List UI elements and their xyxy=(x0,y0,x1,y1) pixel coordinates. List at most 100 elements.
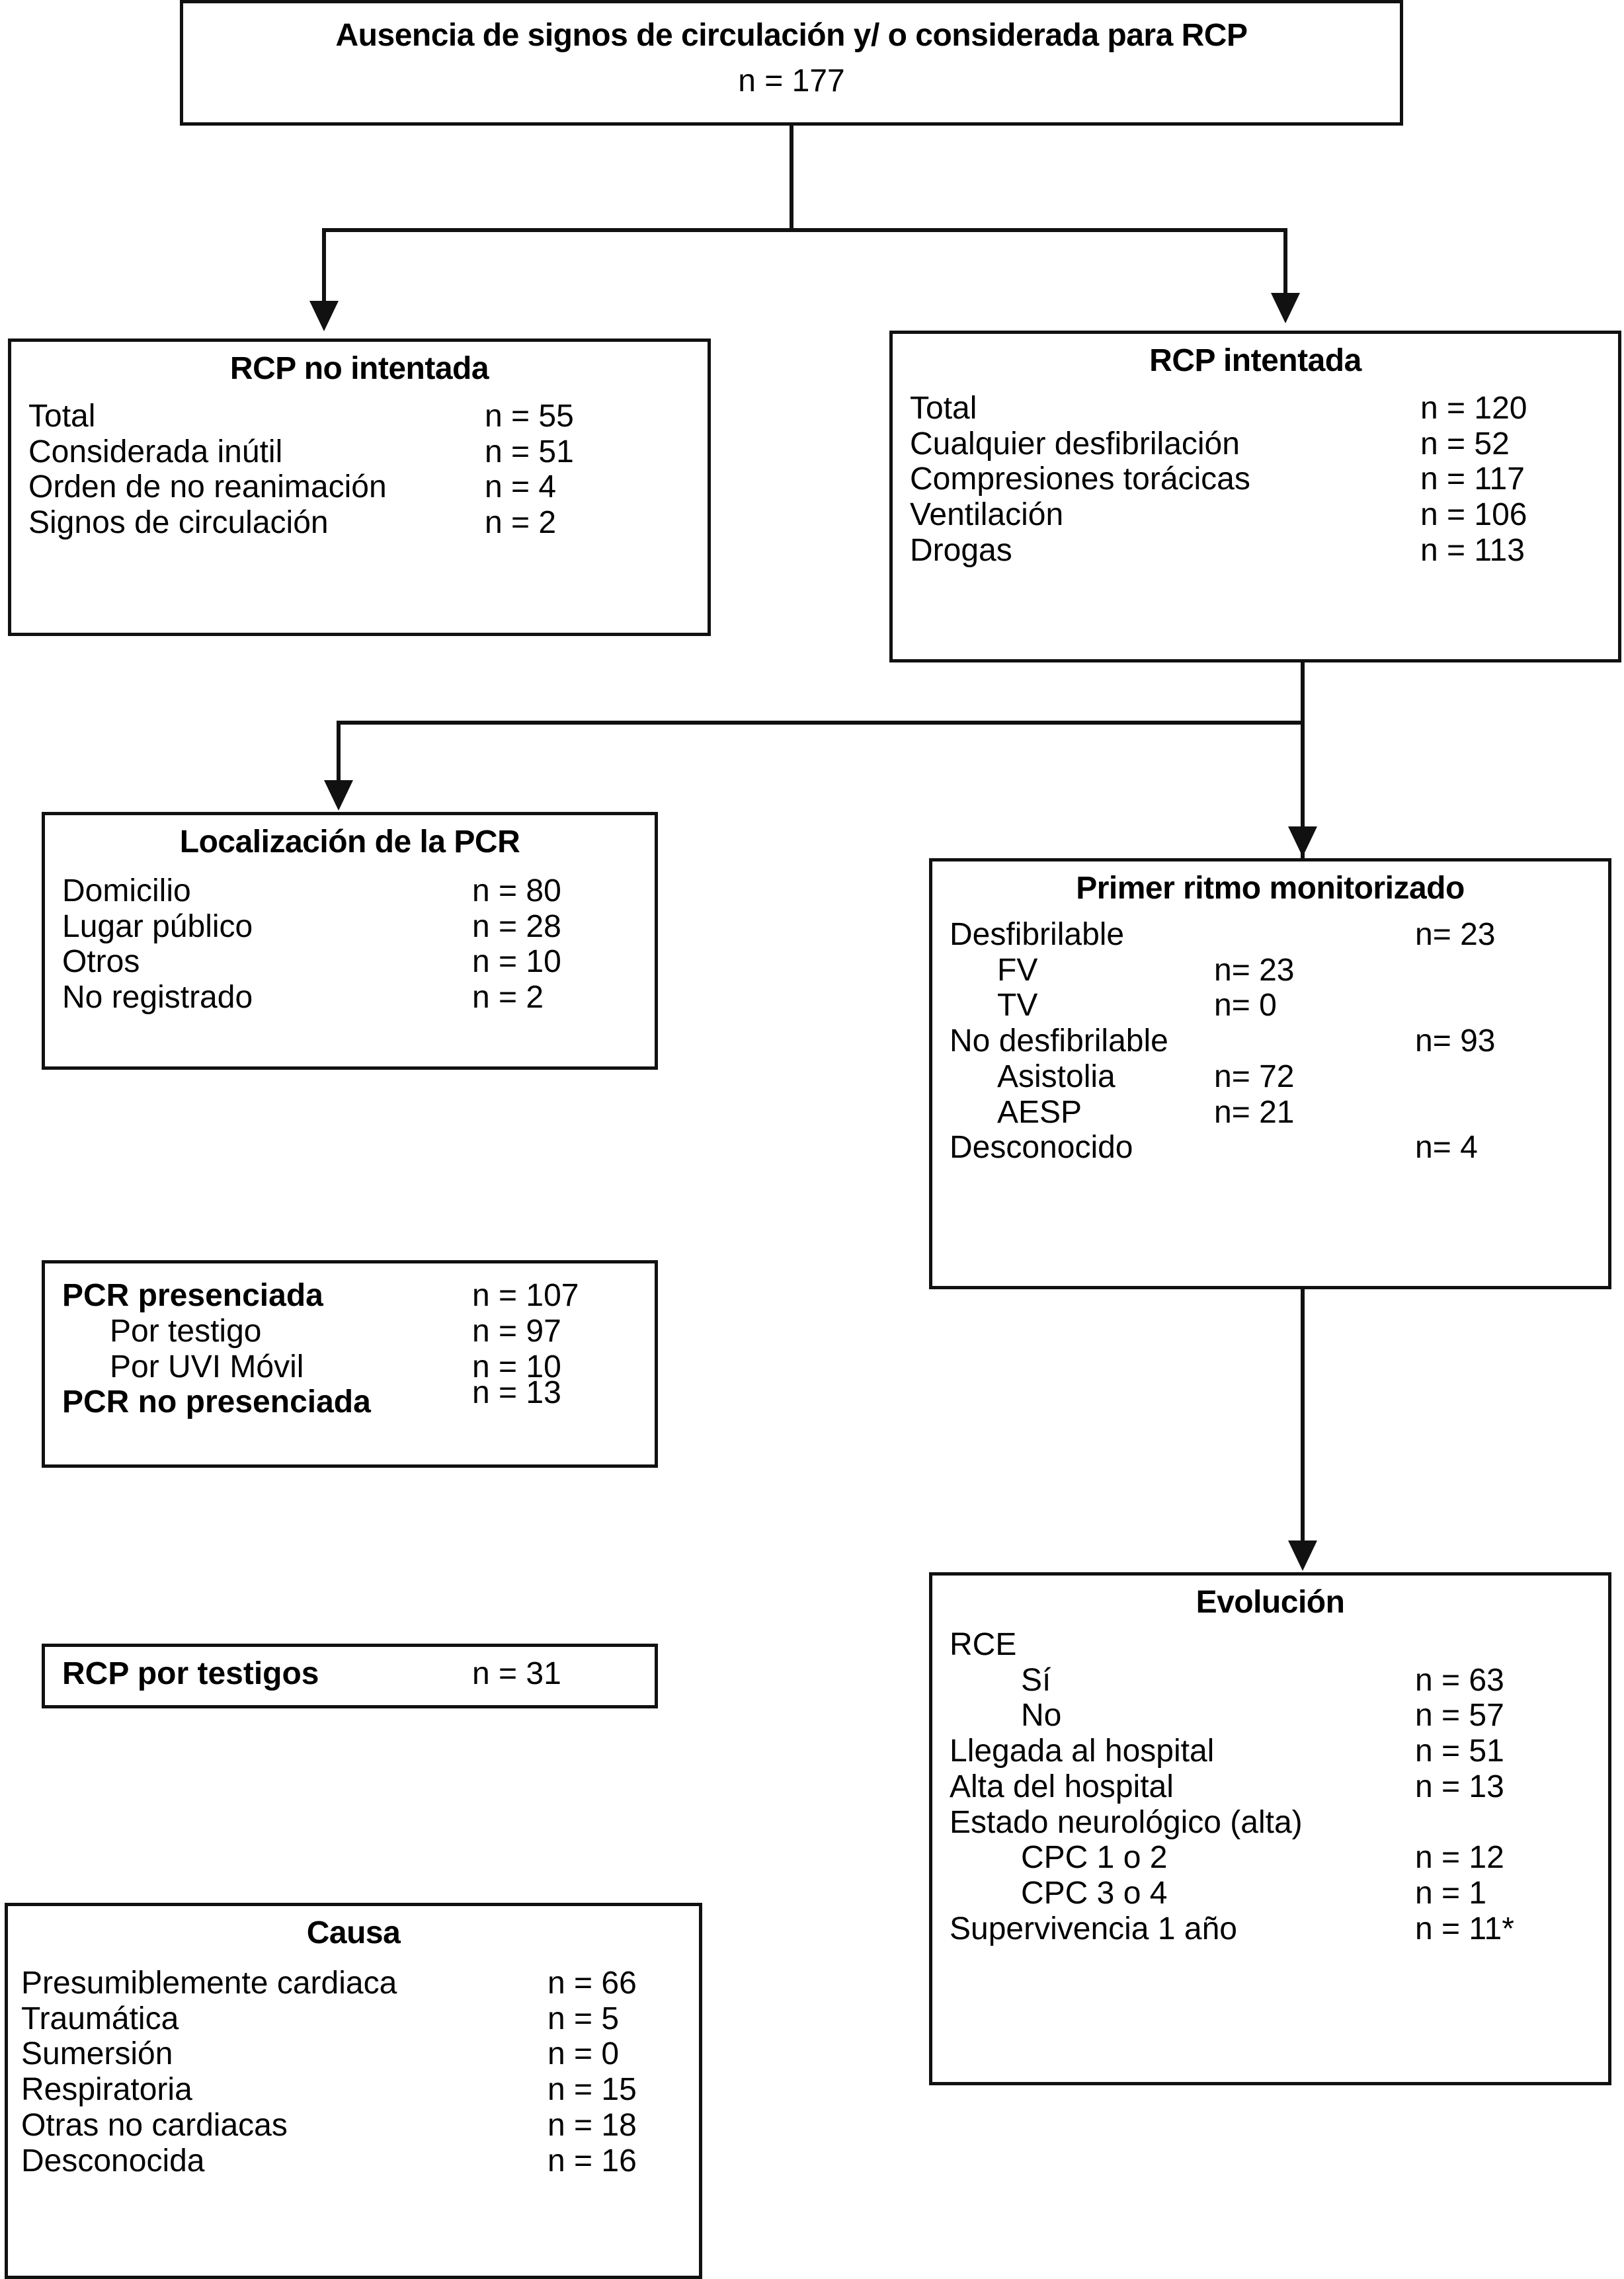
cause-rows: Presumiblemente cardiaca n = 66 Traumáti… xyxy=(21,1966,686,2179)
table-row: No registrado n = 2 xyxy=(62,980,637,1016)
row-label: Considerada inútil xyxy=(28,434,283,469)
table-row: Total n = 55 xyxy=(28,399,690,434)
row-label: Alta del hospital xyxy=(950,1769,1174,1804)
row-value: n= 4 xyxy=(1415,1130,1478,1166)
table-row: PCR no presenciada n = 13 xyxy=(62,1375,637,1420)
table-row: Traumática n = 5 xyxy=(21,2001,686,2037)
box-bystander-cpr: RCP por testigos n = 31 xyxy=(42,1644,658,1708)
table-row: Llegada al hospital n = 51 xyxy=(950,1734,1591,1769)
row-value: n = 18 xyxy=(548,2107,637,2143)
row-label: Otros xyxy=(62,944,140,980)
box-outcome: Evolución RCE Sí n = 63 No n = 57 Llegad… xyxy=(929,1572,1611,2085)
row-value: n = 2 xyxy=(485,505,557,540)
table-row: Total n = 120 xyxy=(910,391,1601,426)
connector-loc-drop xyxy=(337,721,341,781)
row-value: n = 5 xyxy=(548,2001,620,2036)
row-value: n = 13 xyxy=(472,1375,561,1411)
row-label: No desfibrilable xyxy=(950,1023,1168,1059)
row-value: n = 16 xyxy=(548,2143,637,2179)
box-rhythm-title: Primer ritmo monitorizado xyxy=(1076,871,1465,906)
row-label: Total xyxy=(28,398,96,434)
row-label: Traumática xyxy=(21,2001,179,2036)
row-label: Desconocido xyxy=(950,1130,1133,1166)
table-row: Ventilación n = 106 xyxy=(910,497,1601,533)
table-row: TV n= 0 xyxy=(950,988,1591,1023)
table-row: Orden de no reanimación n = 4 xyxy=(28,469,690,505)
box-cause-title: Causa xyxy=(306,1915,401,1950)
box-screened-population: Ausencia de signos de circulación y/ o c… xyxy=(180,0,1403,126)
arrow-to-location xyxy=(324,780,353,811)
table-row: Supervivencia 1 año n = 11* xyxy=(950,1911,1591,1947)
table-row: Desfibrilable n= 23 xyxy=(950,917,1591,953)
row-label: Llegada al hospital xyxy=(950,1734,1215,1769)
row-label: Domicilio xyxy=(62,873,191,908)
row-value: n = 10 xyxy=(472,1349,561,1384)
table-row: Otros n = 10 xyxy=(62,944,637,980)
row-value: n= 93 xyxy=(1415,1023,1496,1059)
rhythm-rows: Desfibrilable n= 23 FV n= 23 TV n= 0 No … xyxy=(950,917,1591,1166)
table-row: Desconocida n = 16 xyxy=(21,2143,686,2179)
table-row: Por UVI Móvil n = 10 xyxy=(62,1349,637,1385)
row-value: n= 21 xyxy=(1214,1094,1295,1130)
connector-split-bar xyxy=(322,228,1287,232)
row-label: Desconocida xyxy=(21,2143,205,2179)
row-label: Cualquier desfibrilación xyxy=(910,426,1240,461)
table-row: Drogas n = 113 xyxy=(910,533,1601,569)
row-label: RCE xyxy=(950,1626,1017,1662)
table-row: Sí n = 63 xyxy=(950,1663,1591,1699)
row-label: PCR presenciada xyxy=(62,1278,323,1313)
box-no-rcp-title: RCP no intentada xyxy=(229,351,489,386)
row-label: AESP xyxy=(997,1094,1082,1130)
row-label: Drogas xyxy=(910,532,1012,568)
row-value: n = 0 xyxy=(548,2036,620,2072)
row-value: n = 28 xyxy=(472,908,561,944)
outcome-rows: RCE Sí n = 63 No n = 57 Llegada al hospi… xyxy=(950,1627,1591,1947)
table-row: FV n= 23 xyxy=(950,953,1591,988)
row-label: PCR no presenciada xyxy=(62,1384,371,1420)
box-cpr-attempted: RCP intentada Total n = 120 Cualquier de… xyxy=(889,331,1621,662)
box-arrest-location: Localización de la PCR Domicilio n = 80 … xyxy=(42,812,658,1070)
box-top-count: n = 177 xyxy=(738,63,845,99)
row-value: n = 51 xyxy=(1415,1734,1504,1769)
connector-right-drop xyxy=(1283,228,1287,294)
row-label: Por UVI Móvil xyxy=(110,1349,304,1384)
row-value: n = 4 xyxy=(485,469,557,505)
row-label: Por testigo xyxy=(110,1313,262,1349)
row-value: n = 31 xyxy=(472,1656,561,1691)
table-row: Respiratoria n = 15 xyxy=(21,2072,686,2108)
row-value: n = 12 xyxy=(1415,1840,1504,1876)
table-row: Otras no cardiacas n = 18 xyxy=(21,2108,686,2143)
box-top-title: Ausencia de signos de circulación y/ o c… xyxy=(335,18,1248,53)
row-value: n = 1 xyxy=(1415,1876,1487,1911)
box-witnessed-arrest: PCR presenciada n = 107 Por testigo n = … xyxy=(42,1260,658,1468)
row-value: n= 23 xyxy=(1415,916,1496,952)
row-value: n= 23 xyxy=(1214,952,1295,988)
box-first-monitored-rhythm: Primer ritmo monitorizado Desfibrilable … xyxy=(929,858,1611,1289)
row-value: n= 0 xyxy=(1214,988,1277,1023)
row-label: TV xyxy=(997,988,1038,1023)
box-outcome-title: Evolución xyxy=(1196,1585,1345,1620)
table-row: Desconocido n= 4 xyxy=(950,1130,1591,1166)
box-arrest-cause: Causa Presumiblemente cardiaca n = 66 Tr… xyxy=(5,1903,702,2279)
table-row: Signos de circulación n = 2 xyxy=(28,505,690,541)
row-label: Presumiblemente cardiaca xyxy=(21,1965,397,2001)
table-row: CPC 3 o 4 n = 1 xyxy=(950,1876,1591,1911)
arrow-to-no-rcp xyxy=(309,301,339,331)
row-value: n= 72 xyxy=(1214,1059,1295,1094)
arrow-to-rcp xyxy=(1271,293,1300,323)
table-row: No n = 57 xyxy=(950,1698,1591,1734)
table-row: Cualquier desfibrilación n = 52 xyxy=(910,426,1601,462)
row-value: n = 66 xyxy=(548,1965,637,2001)
no-rcp-rows: Total n = 55 Considerada inútil n = 51 O… xyxy=(28,399,690,541)
row-value: n = 2 xyxy=(472,980,544,1015)
box-location-title: Localización de la PCR xyxy=(179,824,520,860)
table-row: Presumiblemente cardiaca n = 66 xyxy=(21,1966,686,2001)
row-value: n = 57 xyxy=(1415,1698,1504,1734)
connector-loc-bar xyxy=(337,721,1305,725)
row-value: n = 117 xyxy=(1420,461,1525,497)
row-label: Asistolia xyxy=(997,1059,1116,1094)
table-row: Asistolia n= 72 xyxy=(950,1059,1591,1095)
row-label: Lugar público xyxy=(62,908,253,944)
row-value: n = 11* xyxy=(1415,1911,1514,1946)
